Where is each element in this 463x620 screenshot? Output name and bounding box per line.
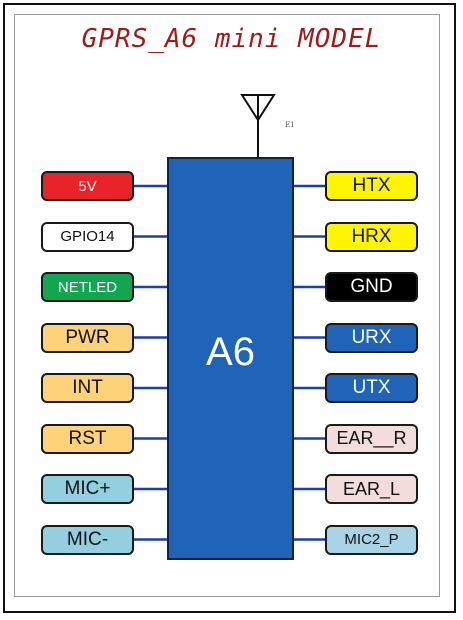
pin-gpio14: GPIO14 <box>41 221 134 252</box>
antenna-label: E1 <box>285 121 295 129</box>
pin-mic-: MIC- <box>41 524 134 555</box>
pin-ear-l: EAR_L <box>325 474 418 504</box>
pin-netled: NETLED <box>41 272 134 302</box>
pin-ear-r: EAR__R <box>325 423 418 454</box>
a6-chip-body <box>167 157 294 560</box>
pin-urx: URX <box>325 322 418 353</box>
pin-5v: 5V <box>41 171 134 201</box>
pin-hrx: HRX <box>325 221 418 252</box>
pin-htx: HTX <box>325 171 418 201</box>
pin-mic2-p: MIC2_P <box>325 524 418 555</box>
pin-wires <box>134 184 325 541</box>
pin-gnd: GND <box>325 272 418 302</box>
pin-int: INT <box>41 373 134 403</box>
inner-frame <box>14 14 440 597</box>
pin-pwr: PWR <box>41 322 134 353</box>
antenna-icon <box>240 94 276 157</box>
pin-mic-: MIC+ <box>41 474 134 504</box>
diagram-title: GPRS_A6 mini MODEL <box>81 24 382 54</box>
pin-utx: UTX <box>325 373 418 403</box>
pin-rst: RST <box>41 423 134 454</box>
chip-label: A6 <box>206 330 255 374</box>
